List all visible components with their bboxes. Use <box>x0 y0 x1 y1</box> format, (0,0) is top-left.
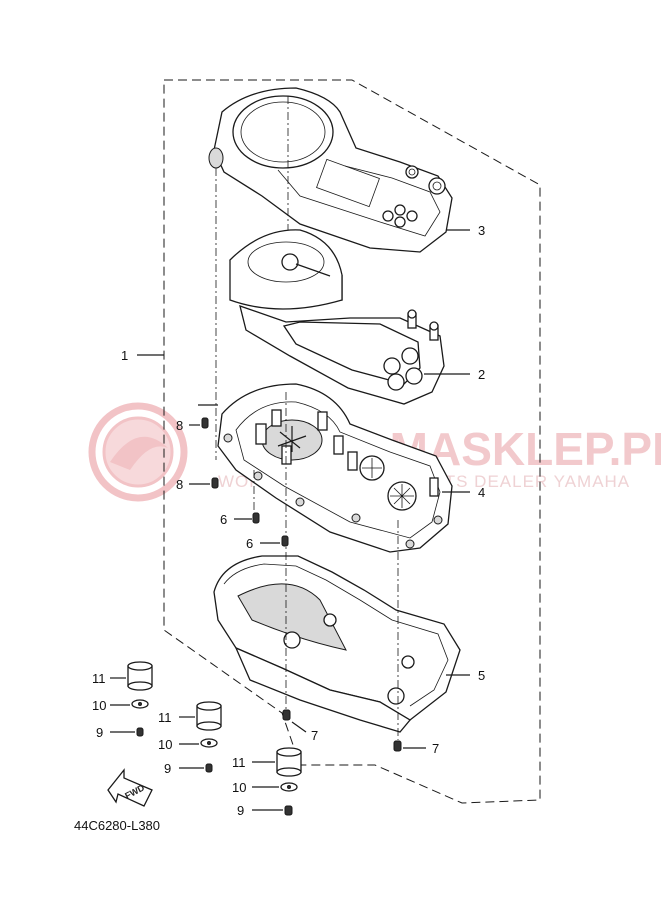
grommet-set-b <box>196 701 222 773</box>
callout-9-c: 9 <box>237 803 244 818</box>
callout-10-c: 10 <box>232 780 246 795</box>
meter-lower-cover-part <box>213 555 461 733</box>
screw-7-a <box>282 709 291 721</box>
grommet-set-a <box>127 661 153 737</box>
callout-2: 2 <box>478 367 485 382</box>
meter-unit-part <box>229 229 445 405</box>
diagram-code: 44C6280-L380 <box>74 818 160 833</box>
callout-9-a: 9 <box>96 725 103 740</box>
leader-lines <box>110 229 470 811</box>
assembly-boundary <box>163 79 541 804</box>
callout-5: 5 <box>478 668 485 683</box>
callout-11-a: 11 <box>92 671 106 686</box>
callout-4: 4 <box>478 485 485 500</box>
callout-1: 1 <box>121 348 128 363</box>
callout-10-a: 10 <box>92 698 106 713</box>
callout-labels: 1 2 3 4 5 6 6 7 7 8 8 9 9 9 10 10 10 11 … <box>92 223 485 818</box>
terminal-posts <box>407 309 439 341</box>
callout-3: 3 <box>478 223 485 238</box>
callout-11-c: 11 <box>232 755 246 770</box>
callout-8-a: 8 <box>176 418 183 433</box>
grommet-set-c <box>276 747 302 816</box>
meter-cover-part <box>208 87 453 253</box>
connector-ports <box>383 347 423 391</box>
watermark-logo <box>88 402 188 502</box>
callout-7-a: 7 <box>311 728 318 743</box>
screw-8-upper <box>198 404 218 429</box>
bulb-sockets <box>255 409 439 497</box>
callout-9-b: 9 <box>164 761 171 776</box>
screw-7-b <box>393 740 402 752</box>
assembly-center-lines <box>215 168 399 740</box>
mode-button-icons <box>382 204 418 228</box>
callout-7-b: 7 <box>432 741 439 756</box>
callout-8-b: 8 <box>176 477 183 492</box>
fwd-arrow-icon: FWD <box>107 768 153 807</box>
callout-6-b: 6 <box>246 536 253 551</box>
callout-6-a: 6 <box>220 512 227 527</box>
callout-11-b: 11 <box>158 710 172 725</box>
meter-housing-part <box>217 383 453 553</box>
screw-6-a <box>252 512 260 524</box>
screw-8-lower <box>211 477 219 489</box>
callout-10-b: 10 <box>158 737 172 752</box>
screw-6-b <box>281 535 289 547</box>
